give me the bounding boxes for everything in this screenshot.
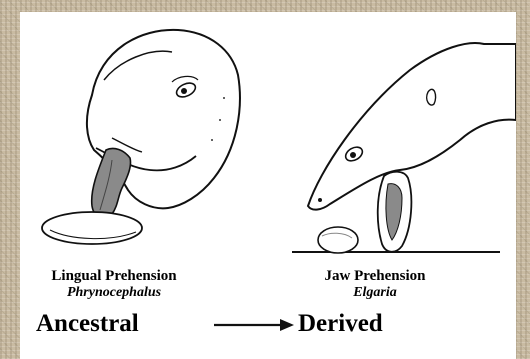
elgaria-head-illustration (308, 43, 516, 252)
ancestral-label: Ancestral (36, 310, 139, 338)
illustration (20, 12, 516, 359)
figure-panel: Lingual Prehension Phrynocephalus Jaw Pr… (20, 12, 516, 359)
right-title: Jaw Prehension (310, 268, 440, 285)
evolution-arrow (214, 319, 294, 331)
right-caption: Jaw Prehension Elgaria (310, 268, 440, 301)
left-title: Lingual Prehension (34, 268, 194, 285)
tongue-illustration (92, 148, 131, 218)
derived-label: Derived (298, 310, 383, 338)
left-caption: Lingual Prehension Phrynocephalus (34, 268, 194, 301)
prey-right-illustration (318, 227, 358, 253)
right-species: Elgaria (310, 285, 440, 301)
left-species: Phrynocephalus (34, 285, 194, 301)
prey-left-illustration (42, 212, 142, 244)
